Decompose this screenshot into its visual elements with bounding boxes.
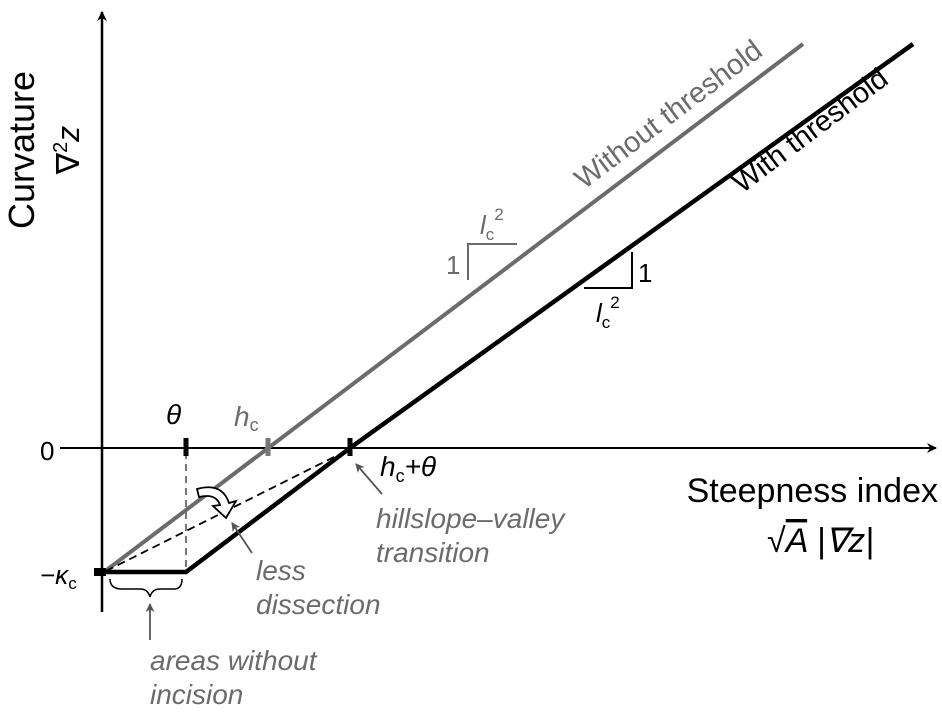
less-dissection-pointer	[231, 522, 253, 554]
rotation-arrow-icon	[195, 486, 238, 520]
less-dissection-line1: less	[256, 555, 306, 586]
gray-slope-rise: 1	[446, 250, 460, 280]
theta-label: θ	[166, 399, 181, 430]
gray-slope-run: lc2	[480, 205, 504, 244]
kappa-label: −κc	[40, 560, 77, 593]
transition-pointer	[355, 463, 383, 495]
hc-theta-label: hc+θ	[380, 451, 436, 486]
gray-slope-triangle	[467, 243, 517, 280]
black-slope-run: lc2	[596, 293, 620, 332]
areas-annotation-line2: incision	[150, 679, 243, 710]
areas-annotation-line1: areas without	[150, 645, 318, 676]
less-dissection-line2: dissection	[256, 589, 381, 620]
without-threshold-line	[102, 42, 805, 574]
x-axis-symbol: √A |∇z|	[767, 522, 874, 560]
y-axis-label: Curvature	[1, 71, 42, 229]
transition-annotation-line1: hillslope–valley	[376, 503, 566, 534]
black-slope-rise: 1	[638, 258, 652, 288]
zero-label: 0	[40, 436, 54, 466]
transition-annotation-line2: transition	[376, 537, 490, 568]
areas-brace	[109, 578, 183, 598]
y-axis-symbol: ∇2z	[50, 126, 86, 176]
hc-label: hc	[234, 401, 259, 435]
black-slope-triangle	[584, 252, 633, 289]
x-axis-label: Steepness index	[687, 472, 938, 510]
with-threshold-line	[100, 42, 915, 575]
